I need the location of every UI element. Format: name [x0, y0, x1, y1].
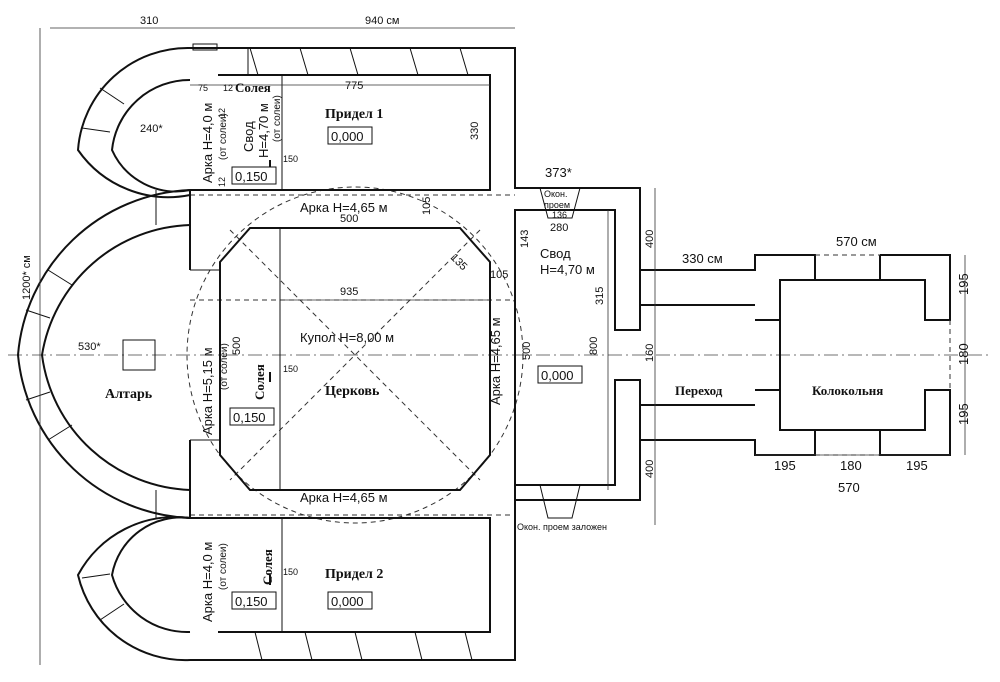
level-prid1-soleya: 0,150	[235, 169, 268, 184]
room-passage: Переход	[675, 383, 723, 398]
note-arch-top: Арка Н=4,65 м	[300, 200, 388, 215]
note-dome: Купол Н=8,00 м	[300, 330, 394, 345]
note-window-2: проем	[544, 200, 570, 210]
room-altar: Алтарь	[105, 387, 153, 402]
note-window-closed: Окон. проем заложен	[517, 522, 607, 532]
dim-136: 136	[552, 210, 567, 220]
dimension-labels: 310 940 см 1200* см 775 240* 530* 330 75…	[21, 15, 971, 577]
window-niches	[192, 43, 581, 661]
note-vault-right: Свод	[540, 246, 571, 261]
dim-12-a: 12	[223, 83, 233, 93]
dim-bell-width: 570 см	[836, 234, 877, 249]
note-arch-small-top-sub: (от солеи)	[218, 113, 229, 160]
dim-bell-right-top: 195	[956, 273, 971, 295]
dim-bell-bottom-right: 195	[906, 458, 928, 473]
dim-160: 160	[644, 344, 656, 362]
dim-75: 75	[198, 83, 208, 93]
note-vault-right-h: Н=4,70 м	[540, 262, 595, 277]
dim-143: 143	[519, 230, 531, 248]
dim-12-b: 12	[217, 108, 227, 118]
dim-bell-bottom-total: 570	[838, 480, 860, 495]
note-arch-small-bottom-sub: (от солеи)	[218, 543, 229, 590]
apses	[16, 46, 191, 662]
room-belfry: Колокольня	[812, 383, 883, 398]
dim-315: 315	[594, 287, 606, 305]
note-arch-left-sub: (от солеи)	[219, 343, 230, 390]
level-church-soleya: 0,150	[233, 410, 266, 425]
dim-bell-bottom-mid: 180	[840, 458, 862, 473]
dim-935: 935	[340, 286, 358, 298]
dim-135: 135	[448, 252, 469, 273]
room-prid2: Придел 2	[325, 567, 383, 582]
room-church: Церковь	[325, 384, 380, 399]
dim-800: 800	[588, 337, 600, 355]
dim-373: 373*	[545, 165, 572, 180]
note-arch-right: Арка Н=4,65 м	[488, 317, 503, 405]
room-prid1: Придел 1	[325, 107, 383, 122]
dim-prid1-width: 775	[345, 80, 363, 92]
dim-500-top: 500	[340, 213, 358, 225]
dim-105-top: 105	[421, 197, 433, 215]
level-prid2-floor: 0,000	[331, 594, 364, 609]
level-narthex: 0,000	[541, 368, 574, 383]
note-window-1: Окон.	[544, 189, 568, 199]
level-prid1-floor: 0,000	[331, 129, 364, 144]
soleya-prid2: Солея	[260, 549, 275, 585]
dim-150-a: 150	[283, 154, 298, 164]
level-prid2-soleya: 0,150	[235, 594, 268, 609]
dim-altar-radius: 530*	[78, 341, 101, 353]
dim-bell-right-mid: 180	[956, 343, 971, 365]
note-arch-bottom: Арка Н=4,65 м	[300, 490, 388, 505]
note-arch-small-top: Арка Н=4,0 м	[200, 103, 215, 183]
dimension-lines	[39, 27, 966, 665]
level-marks: 0,000 0,150 0,150 0,000 0,150 0,000	[229, 126, 583, 610]
note-arch-left: Арка Н=5,15 м	[200, 347, 215, 435]
dim-500-right: 500	[521, 342, 533, 360]
soleya-church: Солея	[252, 364, 267, 400]
structural-notes: Арка Н=4,65 м Арка Н=4,65 м Арка Н=4,65 …	[200, 95, 607, 622]
dim-bell-bottom-left: 195	[774, 458, 796, 473]
dim-150-c: 150	[283, 567, 298, 577]
dim-12-c: 12	[217, 177, 227, 187]
dim-top-total: 940 см	[365, 15, 399, 27]
dim-150-b: 150	[283, 364, 298, 374]
note-arch-small-bottom: Арка Н=4,0 м	[200, 542, 215, 622]
dim-500-left: 500	[231, 337, 243, 355]
room-labels: Придел 1 Придел 2 Церковь Алтарь Переход…	[105, 80, 883, 585]
note-vault-small-h: Н=4,70 м	[256, 103, 271, 158]
soleya-prid1: Солея	[235, 80, 271, 95]
dim-left-total: 1200* см	[21, 255, 33, 300]
main-walls	[189, 47, 951, 661]
dim-280: 280	[550, 222, 568, 234]
dim-passage: 330 см	[682, 251, 723, 266]
dim-400-bottom: 400	[644, 460, 656, 478]
dim-apse-top: 240*	[140, 123, 163, 135]
note-vault-small-sub: (от солеи)	[272, 95, 283, 142]
dim-bell-right-bottom: 195	[956, 403, 971, 425]
dim-400-top: 400	[644, 230, 656, 248]
dim-depth-330: 330	[469, 122, 481, 140]
dim-105-mid: 105	[490, 269, 508, 281]
note-vault-small: Свод	[241, 121, 256, 152]
dim-top-left: 310	[140, 15, 158, 27]
